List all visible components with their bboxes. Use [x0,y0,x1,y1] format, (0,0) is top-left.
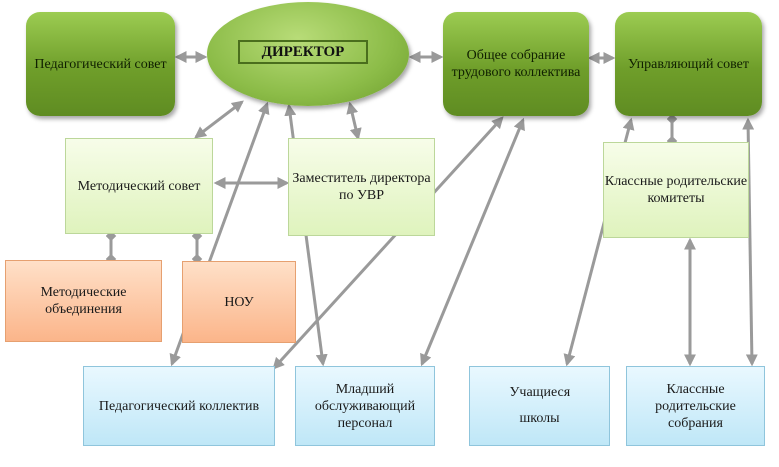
node-method-unions-label: Методические объединения [40,285,127,317]
node-junior-staff[interactable]: Младший обслуживающий персонал [295,366,435,446]
arrow-director-method-council [194,100,244,139]
node-method-unions[interactable]: Методические объединения [5,260,162,342]
node-class-committees-label: Классные родительские комитеты [604,174,748,206]
node-managing-council[interactable]: Управляющий совет [615,12,762,116]
arrow-director-deputy [346,101,362,141]
node-nou[interactable]: НОУ [182,261,296,343]
node-class-meetings[interactable]: Классные родительские собрания [626,366,765,446]
node-general-meeting[interactable]: Общее собрание трудового коллектива [443,12,589,116]
node-ped-council[interactable]: Педагогический совет [26,12,175,116]
node-method-council-label: Методический совет [77,178,201,194]
node-class-meetings-label: Классные родительские собрания [655,381,736,431]
node-nou-label: НОУ [224,294,254,310]
node-ped-council-label: Педагогический совет [34,56,167,72]
node-general-meeting-label: Общее собрание трудового коллектива [451,48,581,80]
node-class-committees[interactable]: Классные родительские комитеты [603,142,749,238]
node-deputy-label: Заместитель директора по УВР [292,171,431,203]
director-label: ДИРЕКТОР [238,40,368,64]
node-managing-council-label: Управляющий совет [627,56,750,72]
node-ped-collective-label: Педагогический коллектив [98,398,260,414]
node-junior-staff-label: Младший обслуживающий персонал [314,381,416,431]
node-students-label: Учащиеся школы [509,385,571,426]
arrow-general-meeting-junior-staff [420,117,525,367]
node-students[interactable]: Учащиеся школы [469,366,610,446]
node-deputy[interactable]: Заместитель директора по УВР [288,138,435,236]
director-ellipse[interactable] [207,2,409,106]
node-method-council[interactable]: Методический совет [65,138,213,234]
node-ped-collective[interactable]: Педагогический коллектив [83,366,275,446]
